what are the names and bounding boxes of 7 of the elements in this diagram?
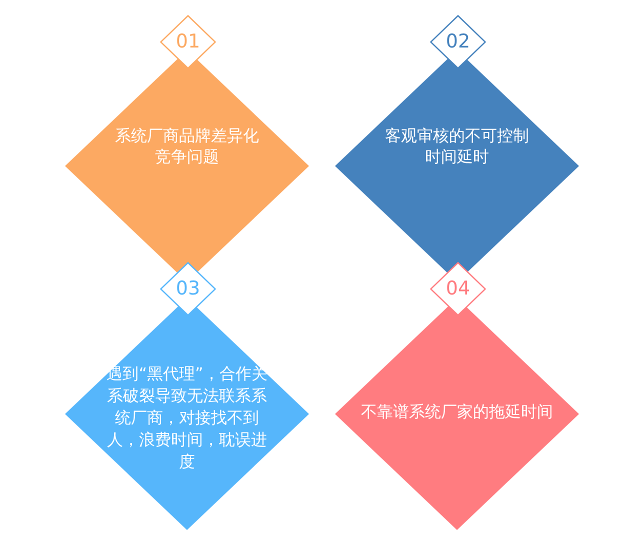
step-number: 01 <box>176 32 200 52</box>
step-number: 04 <box>446 280 470 298</box>
topic-text: 不靠谱系统厂家的拖延时间 <box>361 401 553 423</box>
topic-text: 系统厂商品牌差异化竞争问题 <box>114 125 260 167</box>
topic-text: 客观审核的不可控制时间延时 <box>384 125 530 167</box>
step-number: 02 <box>446 32 470 52</box>
step-number: 03 <box>176 280 200 298</box>
